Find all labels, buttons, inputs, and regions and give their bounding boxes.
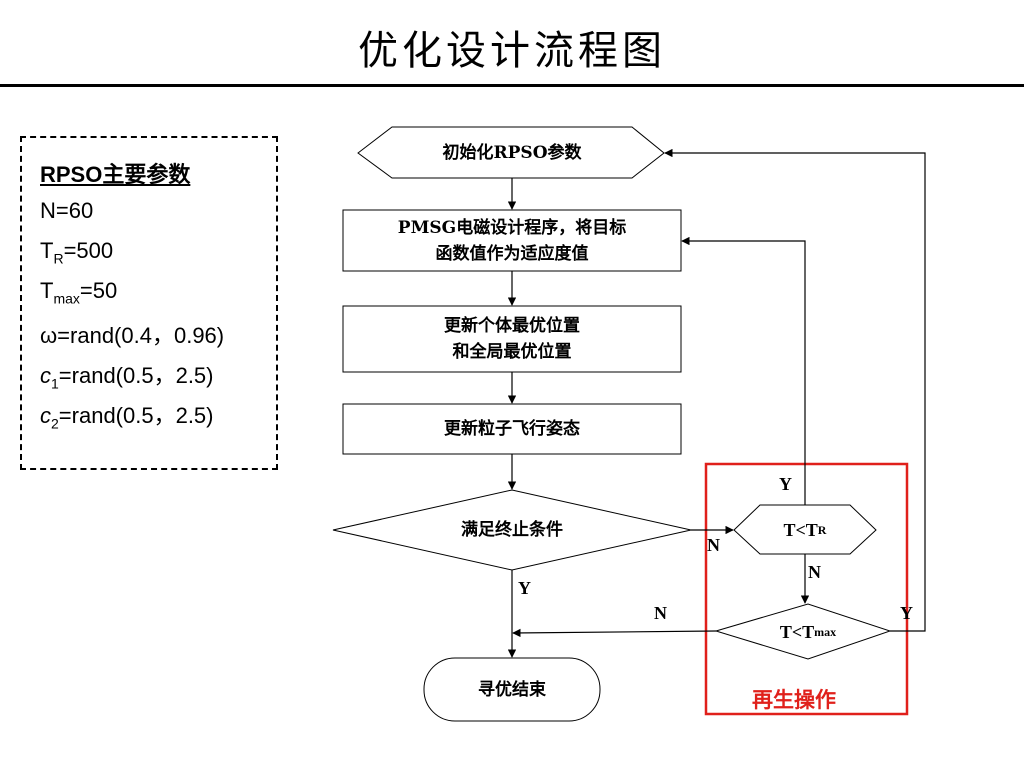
label-termination-no: N bbox=[707, 535, 720, 555]
t-lt-tr-node-shape bbox=[733, 504, 877, 555]
page-title: 优化设计流程图 bbox=[358, 28, 666, 74]
arrow-t-lt-tr-to-pmsg bbox=[681, 236, 806, 505]
title-divider bbox=[0, 84, 1024, 87]
param-box bbox=[20, 136, 278, 470]
update-best-node-shape bbox=[342, 305, 682, 373]
label-tr-yes: Y bbox=[779, 474, 792, 494]
regen-box bbox=[704, 462, 909, 716]
param-heading: RPSO主要参数 bbox=[40, 162, 191, 187]
label-termination-yes: Y bbox=[518, 578, 531, 598]
update-particles-node-shape bbox=[342, 403, 682, 455]
init-node-shape bbox=[357, 126, 665, 179]
termination-node: 满足终止条件 bbox=[461, 520, 563, 540]
arrow-t-lt-tmax-to-end-line bbox=[512, 628, 717, 638]
end-node-shape bbox=[423, 657, 601, 722]
arrow-t-lt-tmax-to-init bbox=[664, 148, 926, 632]
param-n: N=60 bbox=[40, 198, 94, 223]
pmsg-line2: 函数值作为适应度值 bbox=[435, 243, 589, 264]
regen-label: 再生操作 bbox=[752, 687, 836, 712]
label-tr-no: N bbox=[808, 562, 821, 582]
update-best-line2: 和全局最优位置 bbox=[452, 342, 572, 362]
param-c2: c2=rand(0.5，2.5) bbox=[40, 403, 214, 432]
param-omega: ω=rand(0.4，0.96) bbox=[40, 323, 225, 348]
param-tr: TR=500 bbox=[40, 238, 114, 267]
update-particles-node: 更新粒子飞行姿态 bbox=[444, 419, 580, 439]
end-node: 寻优结束 bbox=[478, 679, 546, 700]
param-c1: c1=rand(0.5，2.5) bbox=[40, 363, 214, 392]
init-node: 初始化RPSO参数 bbox=[442, 142, 582, 163]
pmsg-node-shape bbox=[342, 209, 682, 272]
param-tmax: Tmax=50 bbox=[40, 278, 118, 307]
label-tmax-yes: Y bbox=[900, 603, 913, 623]
update-best-node: 更新个体最优位置 和全局最优位置 bbox=[343, 306, 681, 372]
update-best-line1: 更新个体最优位置 bbox=[444, 316, 580, 336]
pmsg-node: PMSG电磁设计程序，将目标 函数值作为适应度值 bbox=[343, 210, 681, 271]
label-tmax-no: N bbox=[654, 603, 667, 623]
pmsg-line1: PMSG电磁设计程序，将目标 bbox=[397, 217, 627, 238]
